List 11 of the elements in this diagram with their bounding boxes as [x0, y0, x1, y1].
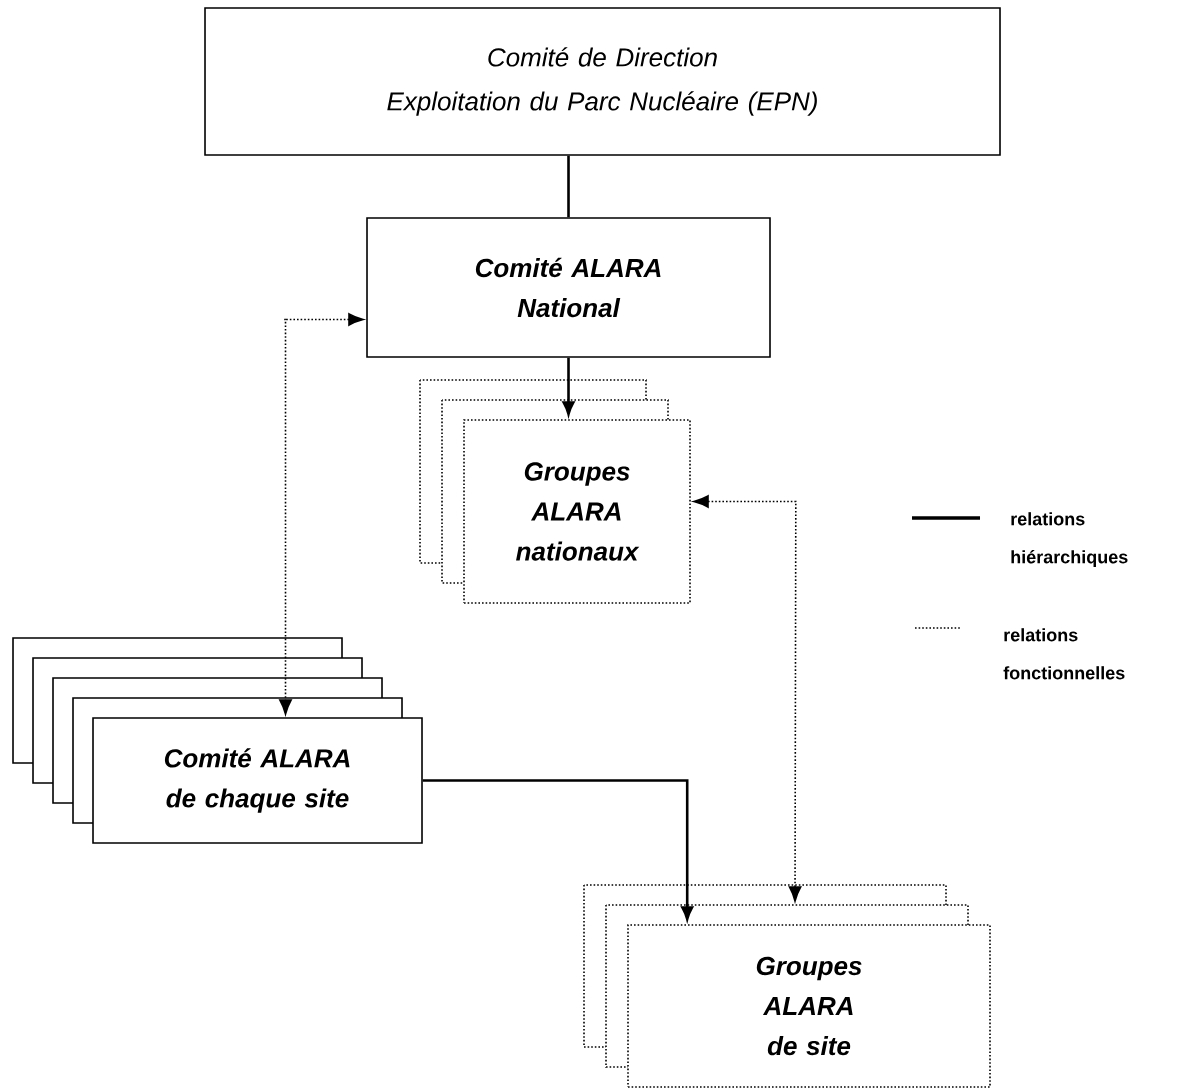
committee-box: Comité ALARA de chaque site	[92, 717, 423, 844]
connector	[567, 155, 570, 218]
group-box: Groupes ALARA de site	[627, 924, 991, 1088]
connector	[279, 313, 364, 715]
connector	[693, 495, 802, 902]
title-box: Comité de Direction Exploitation du Parc Nucléaire (EPN)	[204, 7, 1001, 156]
legend-text: relations fonctionnelles	[1003, 628, 1125, 680]
committee-box: Comité ALARA National	[366, 217, 771, 358]
connector	[422, 779, 694, 921]
legend-text: relations hiérarchiques	[1011, 512, 1128, 567]
group-box: Groupes ALARA nationaux	[463, 419, 691, 604]
